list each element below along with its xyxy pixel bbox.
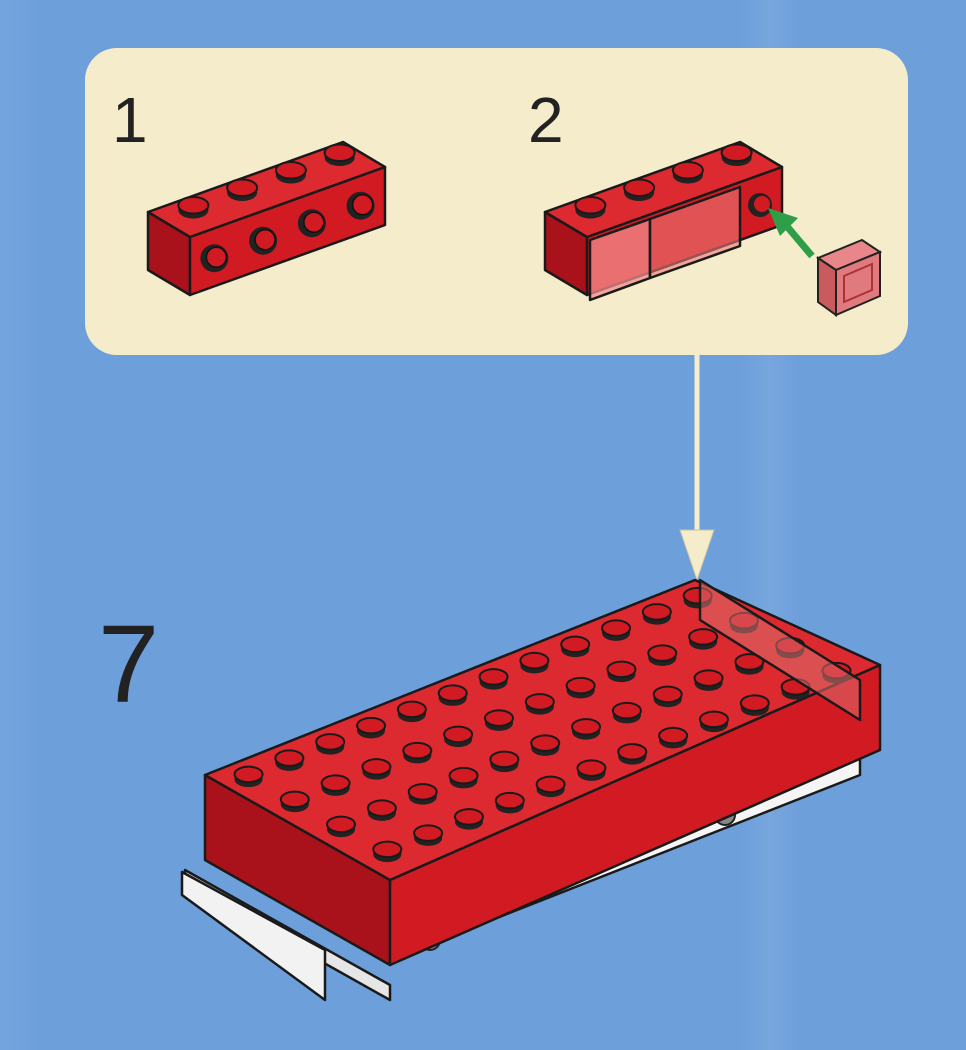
- stud-top: [315, 733, 346, 751]
- stud-top: [671, 161, 704, 180]
- stud-top: [453, 808, 484, 826]
- side-stud-top: [303, 211, 325, 233]
- stud-top: [576, 759, 607, 777]
- stud-top: [647, 644, 678, 662]
- stud-top: [606, 660, 637, 679]
- stud-top: [326, 815, 357, 834]
- tile-attached: [648, 185, 742, 280]
- stud-top: [323, 143, 356, 162]
- green-arrow: [768, 208, 815, 259]
- stud-top: [574, 196, 607, 215]
- stud-top: [698, 710, 729, 729]
- stud-top: [560, 635, 591, 654]
- substep-number-1: 1: [112, 84, 148, 156]
- stud-top: [372, 840, 403, 859]
- connector-arrow: [679, 355, 715, 582]
- step-number-7: 7: [98, 603, 160, 726]
- stud-top: [437, 684, 468, 702]
- side-stud-top: [351, 194, 374, 216]
- stud-top: [641, 603, 672, 621]
- stud-top: [524, 693, 555, 711]
- stud-top: [483, 709, 514, 727]
- stud-top: [177, 196, 210, 215]
- stud-top: [494, 791, 525, 810]
- stud-top: [688, 628, 719, 646]
- stud-top: [734, 653, 765, 671]
- side-stud-top: [205, 246, 228, 268]
- stud-top: [366, 799, 397, 817]
- brick-1x4-side-studs: [146, 140, 387, 297]
- side-stud-top: [754, 196, 770, 212]
- stud-top: [407, 783, 438, 801]
- tile-1x1-transparent: [815, 238, 883, 317]
- stud-top: [571, 718, 602, 736]
- stud-top: [693, 669, 724, 687]
- substep-number-2: 2: [528, 84, 564, 156]
- stud-top: [519, 651, 550, 670]
- stud-top: [601, 619, 632, 637]
- stud-top: [233, 765, 264, 784]
- stud-top: [226, 178, 259, 197]
- stud-top: [448, 766, 479, 785]
- stud-top: [279, 790, 310, 809]
- stud-top: [617, 743, 648, 761]
- stud-top: [443, 725, 474, 744]
- transparent-tiles: [698, 578, 862, 722]
- chassis-assembly: [180, 578, 882, 1002]
- stud-top: [274, 161, 307, 180]
- base-plate-left: [180, 870, 327, 1002]
- stud-top: [739, 694, 770, 712]
- stud-top: [489, 750, 520, 769]
- stud-top: [356, 716, 387, 735]
- stud-top: [611, 701, 642, 720]
- stud-top: [535, 775, 566, 794]
- stud-top: [565, 676, 596, 695]
- stud-top: [652, 685, 683, 704]
- stud-top: [720, 143, 753, 162]
- brick-1x4-with-tiles: [543, 140, 784, 302]
- stud-top: [658, 726, 689, 745]
- stud-top: [530, 734, 561, 752]
- stud-top: [396, 700, 427, 719]
- stud-top: [623, 178, 656, 197]
- stud-top: [413, 824, 444, 842]
- side-stud-top: [254, 229, 276, 251]
- stud-top: [361, 758, 392, 776]
- stud-top: [402, 741, 433, 760]
- stud-top: [320, 774, 351, 792]
- stud-top: [274, 749, 305, 767]
- stud-top: [478, 668, 509, 686]
